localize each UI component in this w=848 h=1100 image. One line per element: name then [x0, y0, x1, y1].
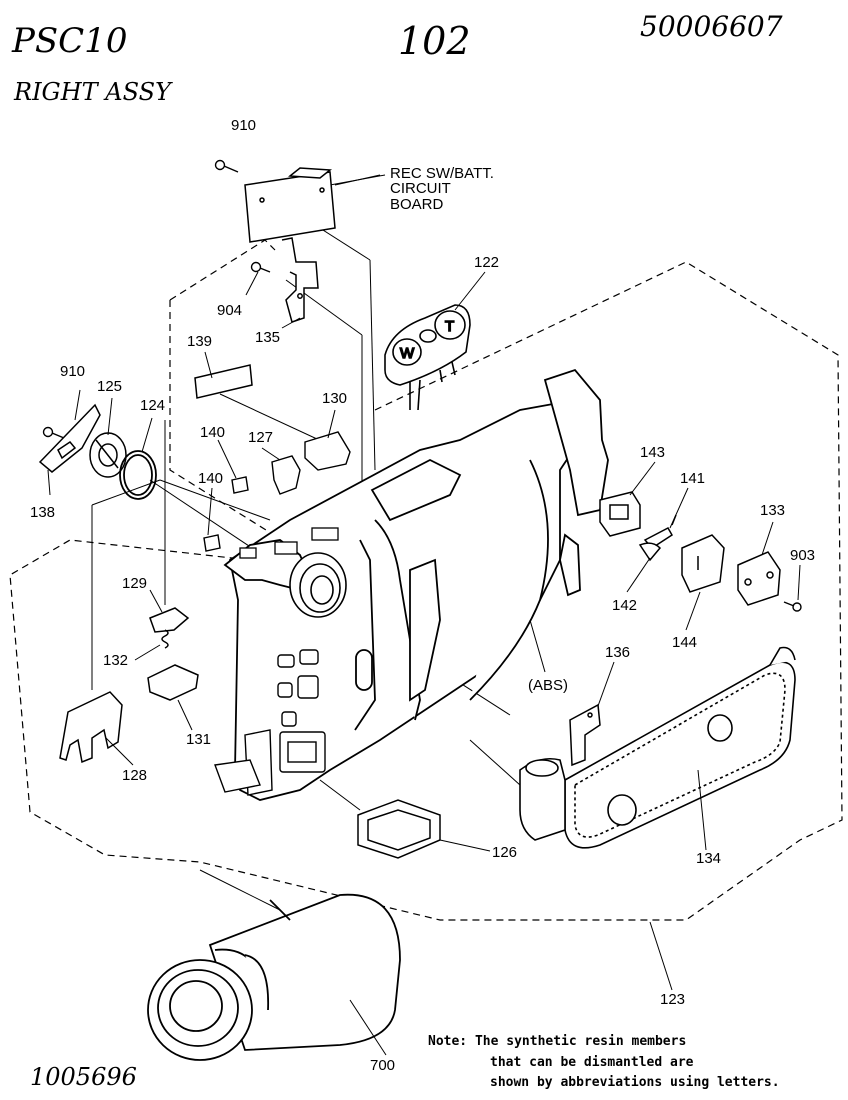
label-143: 143 — [640, 444, 665, 461]
zoom-wide-label: W — [400, 345, 415, 362]
note-line-2: that can be dismantled are — [490, 1055, 694, 1070]
zoom-tele-label: T — [445, 318, 454, 335]
label-134: 134 — [696, 850, 721, 867]
rec-sw-circuit-board — [244, 167, 336, 243]
label-700: 700 — [370, 1057, 395, 1074]
screw-910-left — [42, 426, 65, 439]
top-panel-slots — [239, 527, 339, 559]
label-904: 904 — [217, 302, 242, 319]
cover-126 — [357, 799, 441, 859]
strap-end — [519, 757, 566, 841]
label-leaders — [47, 174, 801, 1056]
lens-ring — [289, 552, 347, 618]
footer-code: 1005696 — [30, 1063, 137, 1091]
housing-body — [223, 368, 609, 801]
spring-132 — [161, 629, 169, 649]
label-144: 144 — [672, 634, 697, 651]
label-133: 133 — [760, 502, 785, 519]
screws — [42, 159, 802, 612]
screw-904 — [250, 261, 271, 273]
label-130: 130 — [322, 390, 347, 407]
label-139: 139 — [187, 333, 212, 350]
bracket-135 — [281, 237, 319, 323]
button-127 — [271, 455, 301, 495]
assembly-subtitle: RIGHT ASSY — [13, 78, 173, 106]
part-labels: 910 REC SW/BATT. CIRCUIT BOARD 904 135 1… — [30, 117, 815, 1074]
label-136: 136 — [605, 644, 630, 661]
button-140-lower — [203, 534, 221, 552]
label-124: 124 — [140, 397, 165, 414]
contact-142 — [638, 542, 662, 562]
bracket-136 — [569, 703, 601, 767]
cover-144 — [681, 534, 725, 593]
ring-124 — [119, 450, 157, 500]
cover-138 — [38, 403, 101, 473]
grip-belt-134 — [564, 646, 796, 849]
label-rec-board-1: REC SW/BATT. — [390, 165, 494, 182]
viewfinder-700 — [147, 893, 401, 1061]
label-abs: (ABS) — [528, 677, 568, 694]
label-132: 132 — [103, 652, 128, 669]
label-125: 125 — [97, 378, 122, 395]
label-910-left: 910 — [60, 363, 85, 380]
note-line-3: shown by abbreviations using letters. — [490, 1075, 780, 1090]
part-number: 50006607 — [640, 10, 783, 43]
label-131: 131 — [186, 731, 211, 748]
label-135: 135 — [255, 329, 280, 346]
label-123: 123 — [660, 991, 685, 1008]
button-130 — [304, 431, 351, 471]
bracket-143 — [599, 491, 641, 537]
label-rec-board-3: BOARD — [390, 196, 444, 213]
label-129: 129 — [122, 575, 147, 592]
page-number: 102 — [398, 19, 471, 63]
zoom-button-122: W T — [384, 304, 471, 411]
ring-plate-125 — [89, 432, 127, 478]
button-140-upper — [231, 476, 249, 494]
label-140-a: 140 — [200, 424, 225, 441]
note-line-1: Note: The synthetic resin members — [428, 1034, 686, 1049]
label-140-b: 140 — [198, 470, 223, 487]
label-903: 903 — [790, 547, 815, 564]
label-142: 142 — [612, 597, 637, 614]
clip-128 — [59, 691, 123, 764]
bracket-131 — [147, 664, 199, 701]
label-122: 122 — [474, 254, 499, 271]
bracket-133 — [737, 551, 781, 606]
leader-lines — [91, 174, 521, 911]
label-127: 127 — [248, 429, 273, 446]
screw-903 — [783, 601, 802, 612]
side-buttons — [214, 649, 326, 796]
label-128: 128 — [122, 767, 147, 784]
note-block: Note: The synthetic resin members that c… — [428, 1034, 780, 1090]
label-rec-board-2: CIRCUIT — [390, 180, 451, 197]
screw-910-top — [214, 159, 239, 173]
label-plate-139 — [194, 364, 253, 399]
button-129 — [149, 607, 190, 633]
model-title: PSC10 — [11, 21, 127, 61]
label-138: 138 — [30, 504, 55, 521]
label-141: 141 — [680, 470, 705, 487]
label-910-top: 910 — [231, 117, 256, 134]
label-126: 126 — [492, 844, 517, 861]
